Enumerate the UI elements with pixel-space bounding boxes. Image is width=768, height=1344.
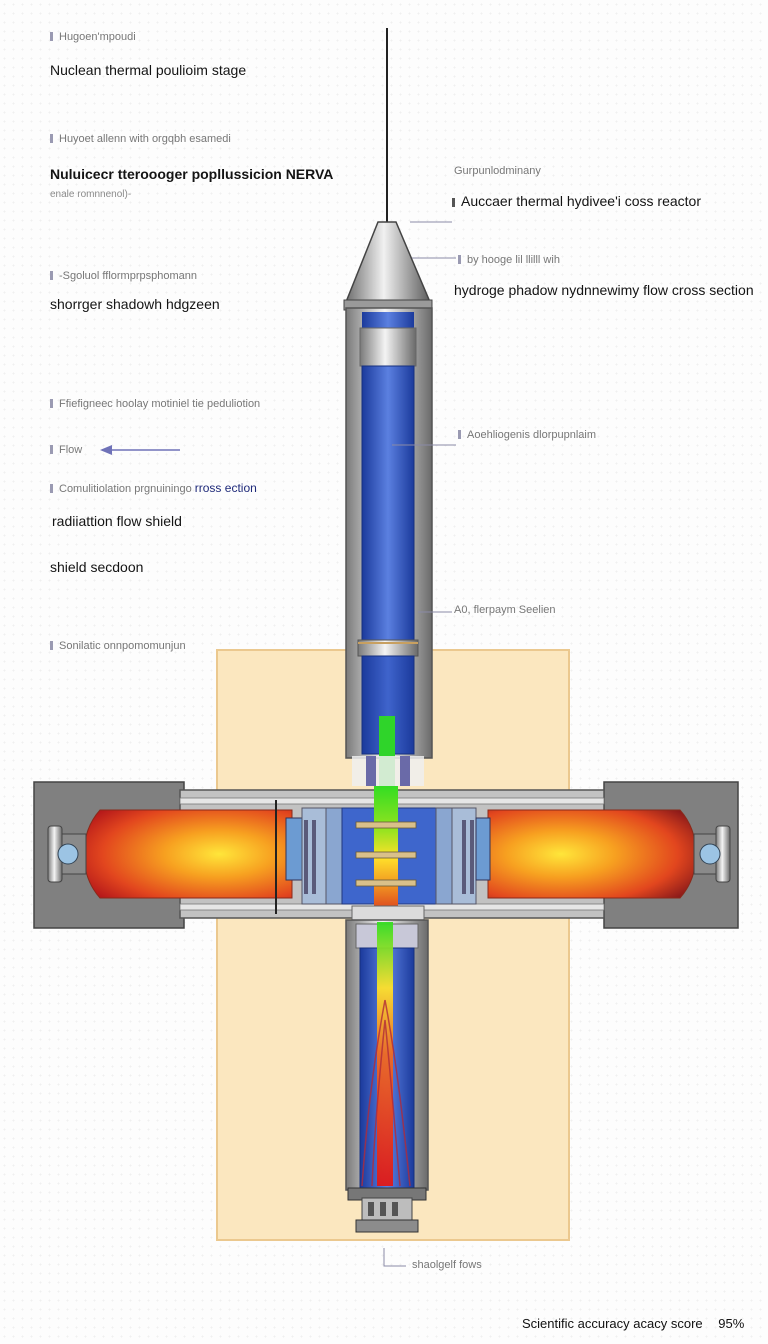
exhaust-streamlines: [361, 999, 411, 1187]
label-radiation-flow-shield: radiiattion flow shield: [52, 513, 182, 529]
label-nerva: Nuluicecr tteroooger popllussicion NERVA: [50, 166, 334, 182]
label-shadow-flows: shaolgelf fows: [412, 1259, 482, 1271]
label-hydrogen-shadow-small: by hooge lil llilll wih: [458, 254, 560, 266]
upper-pipe-silver-band: [359, 327, 417, 367]
label-reactor-small: Gurpunlodminany: [454, 165, 541, 177]
reactor-neck: [352, 756, 424, 786]
flow-arrow-icon: [100, 445, 180, 455]
right-end-valve: [693, 825, 731, 883]
label-nuclear-thermal-reactor: Auccaer thermal hydivee'i coss reactor: [452, 193, 701, 209]
label-synthetic-component: Sonilatic onnpomomunjun: [50, 640, 186, 652]
label-hydrogen-shadow-flow: hydroge phadow nydnnewimy flow cross sec…: [454, 282, 754, 298]
lower-flow-channel: [377, 922, 393, 1186]
label-nuclear-thermal-stage: Nuclean thermal poulioim stage: [50, 62, 247, 78]
upper-pipe-blue-top: [362, 312, 414, 328]
label-flow-propulsion-small: Ffiefigneec hoolay motiniel tie peduliot…: [50, 398, 260, 410]
accuracy-score: Scientific accuracy acacy score 95%: [522, 1316, 744, 1331]
label-hydrogen-alternative-small: Huyoet allenn with orgqbh esamedi: [50, 133, 231, 145]
label-shield-section: shield secdoon: [50, 559, 144, 575]
nose-cone: [344, 221, 432, 303]
right-hot-zone: [487, 809, 697, 899]
nozzle-exit: [355, 1219, 419, 1233]
core-fuel-channel: [374, 786, 398, 916]
label-shadow-hydrogen-small: -Sgoluol fflormprpsphomann: [50, 270, 197, 282]
accuracy-score-label: Scientific accuracy acacy score: [522, 1316, 703, 1331]
label-section-a0: A0, flerpaym Seelien: [454, 604, 556, 616]
label-radiation-cross-section-small: Comulitiolation prgnuiningo rross ection: [50, 481, 257, 495]
reactor-core-assembly: [275, 786, 491, 916]
label-nerva-sub: enale romnnenol)-: [50, 189, 132, 200]
left-end-valve: [47, 825, 87, 883]
left-hot-zone: [83, 809, 293, 899]
accuracy-score-value: 95%: [718, 1316, 745, 1331]
label-hydrogen-input-small: Hugoen'mpoudi: [50, 31, 136, 43]
label-shadow-hydrogen: shorrger shadowh hdgzeen: [50, 296, 220, 312]
label-flow: Flow: [50, 444, 82, 456]
label-cross-section-highlight: rross ection: [194, 481, 257, 495]
label-hydrogen-propulsion: Aoehliogenis dlorpupnlaim: [458, 429, 596, 441]
upper-pipe-blue: [361, 365, 415, 643]
